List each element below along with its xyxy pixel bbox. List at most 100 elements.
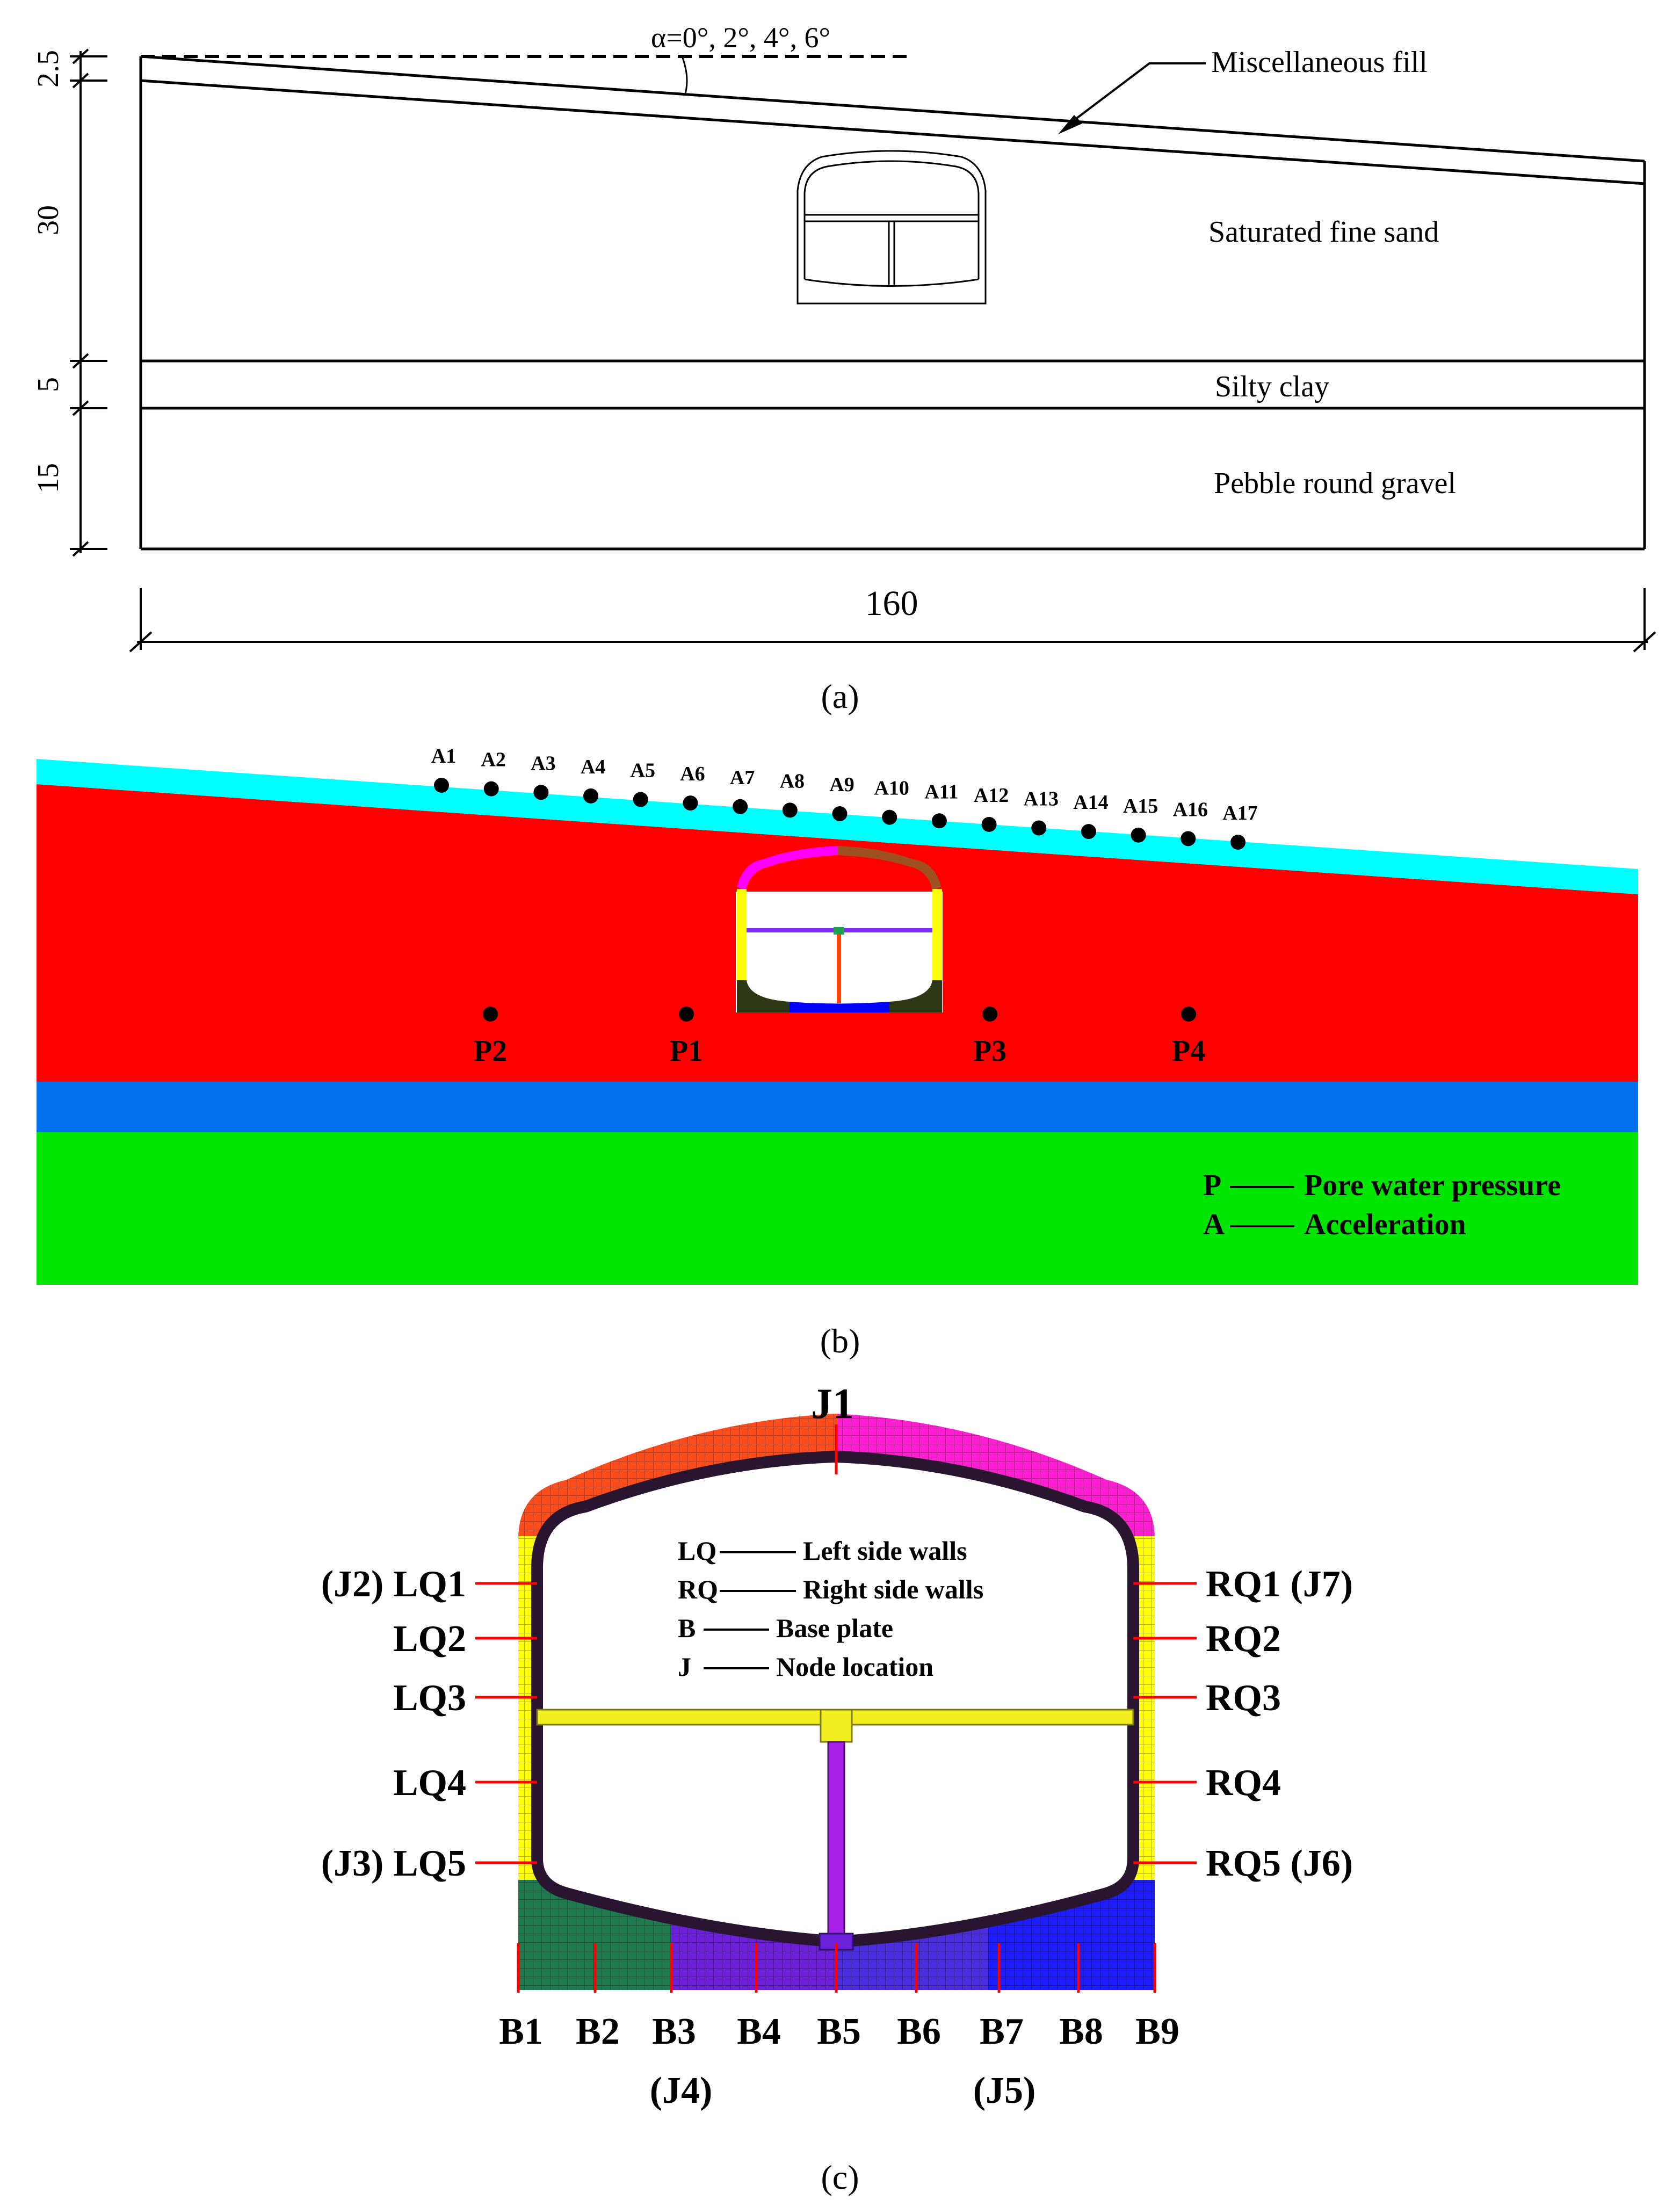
accel-point-marker [832,806,848,821]
accel-point-marker [782,802,798,818]
accel-point-label: A8 [780,770,805,792]
pore-point-marker [679,1007,694,1022]
accel-point-label: A4 [581,756,605,778]
pore-point-marker [1181,1007,1196,1022]
legend-c-key-rq: RQ [678,1574,718,1604]
accel-point-label: A17 [1222,802,1257,824]
accel-point-marker [533,785,549,800]
base-plate-label: B8 [1059,2011,1103,2052]
accel-point-label: A7 [730,766,755,789]
accel-point-marker [981,816,997,832]
layer-label-fill: Miscellaneous fill [1211,46,1428,79]
pore-point-label: P2 [474,1034,507,1068]
legend-c-text-rq: Right side walls [803,1574,983,1604]
accel-point-label: A10 [874,777,909,800]
legend-c-text-b: Base plate [776,1613,893,1643]
base-plate-label: B6 [897,2011,941,2052]
legend-b-key-p: P [1203,1169,1221,1202]
dim-model-width: 160 [865,584,918,623]
legend-c-key-lq: LQ [678,1536,716,1566]
accel-point-marker [633,792,648,807]
caption-c: (c) [821,2158,859,2196]
left-wall-label: (J2) LQ1 [321,1564,466,1605]
accel-point-marker [1131,827,1146,843]
dim-sand-thickness: 30 [32,205,65,235]
accel-point-marker [483,781,499,797]
base-plate-label: B2 [576,2011,620,2052]
accel-point-marker [583,788,599,804]
layer-gravel [37,1132,1638,1285]
dim-clay-thickness: 5 [32,377,65,392]
legend-b-text-p: Pore water pressure [1304,1169,1561,1202]
accel-point-label: A16 [1173,798,1208,821]
tunnel-inner-opening [531,1450,1139,1948]
accel-point-marker [434,778,449,793]
legend-b: P Pore water pressure A Acceleration [1203,1169,1561,1241]
right-wall-label: RQ2 [1206,1618,1281,1660]
fill-leader-arrowhead [1058,115,1082,134]
accel-point-label: A9 [829,773,854,796]
accel-point-label: A2 [481,749,505,771]
left-dimension [70,48,107,557]
accel-point-label: A1 [431,745,456,768]
pore-point-label: P4 [1172,1034,1205,1068]
label-j5: (J5) [973,2070,1036,2111]
slope-angle-label: α=0°, 2°, 4°, 6° [651,21,830,54]
legend-c-text-lq: Left side walls [803,1536,967,1566]
layer-clay [37,1082,1638,1132]
base-plate-label: B5 [817,2011,861,2052]
pore-point-label: P3 [973,1034,1006,1068]
bottom-dimension [129,588,1656,653]
left-wall-label: (J3) LQ5 [321,1843,466,1884]
dim-fill-thickness: 2.5 [32,50,65,88]
accel-point-marker [683,795,698,811]
accel-point-label: A13 [1024,788,1059,811]
base-plate-label: B9 [1135,2011,1179,2052]
pore-point-marker [483,1007,498,1022]
base-plate-label: B1 [499,2011,543,2052]
right-wall-label: RQ1 (J7) [1206,1564,1353,1605]
panel-a: α=0°, 2°, 4°, 6° Miscellaneous fill Satu… [32,21,1656,715]
accel-point-marker [1081,824,1096,840]
accel-point-label: A3 [531,752,555,775]
left-wall-label: LQ3 [393,1677,466,1719]
pore-pressure-points: P2 P1 P3 P4 [474,1007,1205,1068]
dim-gravel-thickness: 15 [32,463,65,493]
layer-fill [37,759,1638,894]
fill-leader-line [1065,62,1206,127]
right-wall-label: RQ4 [1206,1762,1281,1804]
label-j1: J1 [811,1380,854,1428]
accel-point-label: A14 [1073,791,1108,814]
legend-c: LQ Left side walls RQ Right side walls B… [678,1536,983,1682]
accel-point-marker [733,799,748,814]
accel-point-label: A12 [974,784,1009,807]
accel-point-label: A5 [631,759,655,782]
pore-point-label: P1 [670,1034,703,1068]
accel-point-label: A6 [680,763,705,785]
right-wall-label: RQ3 [1206,1677,1281,1719]
accel-point-marker [1181,831,1196,846]
right-wall-label: RQ5 (J6) [1206,1843,1353,1884]
center-column [827,1741,845,1942]
pore-point-marker [982,1007,997,1022]
panel-c: J1 LQ Left side walls RQ Right side wall… [321,1380,1353,2196]
accel-point-marker [1031,820,1047,836]
fill-bottom-line [140,79,1645,185]
accel-point-marker [882,809,897,825]
caption-a: (a) [821,677,859,715]
base-plate-label: B4 [737,2011,781,2052]
base-plate-label: B7 [980,2011,1024,2052]
accel-point-label: A11 [924,780,958,803]
legend-c-key-b: B [678,1613,696,1643]
accel-point-marker [931,813,947,829]
column-head [820,1709,853,1743]
legend-c-text-j: Node location [776,1652,933,1682]
tunnel-outline-sketch [796,150,987,305]
legend-b-key-a: A [1203,1208,1225,1241]
acceleration-points: A1 A2 A3 A4 A5 A6 A7 A8 A9 A10 A11 A12 A13 A14 A15 A16 A… [431,745,1258,850]
accel-point-label: A15 [1123,795,1158,817]
label-j4: (J4) [650,2070,713,2111]
